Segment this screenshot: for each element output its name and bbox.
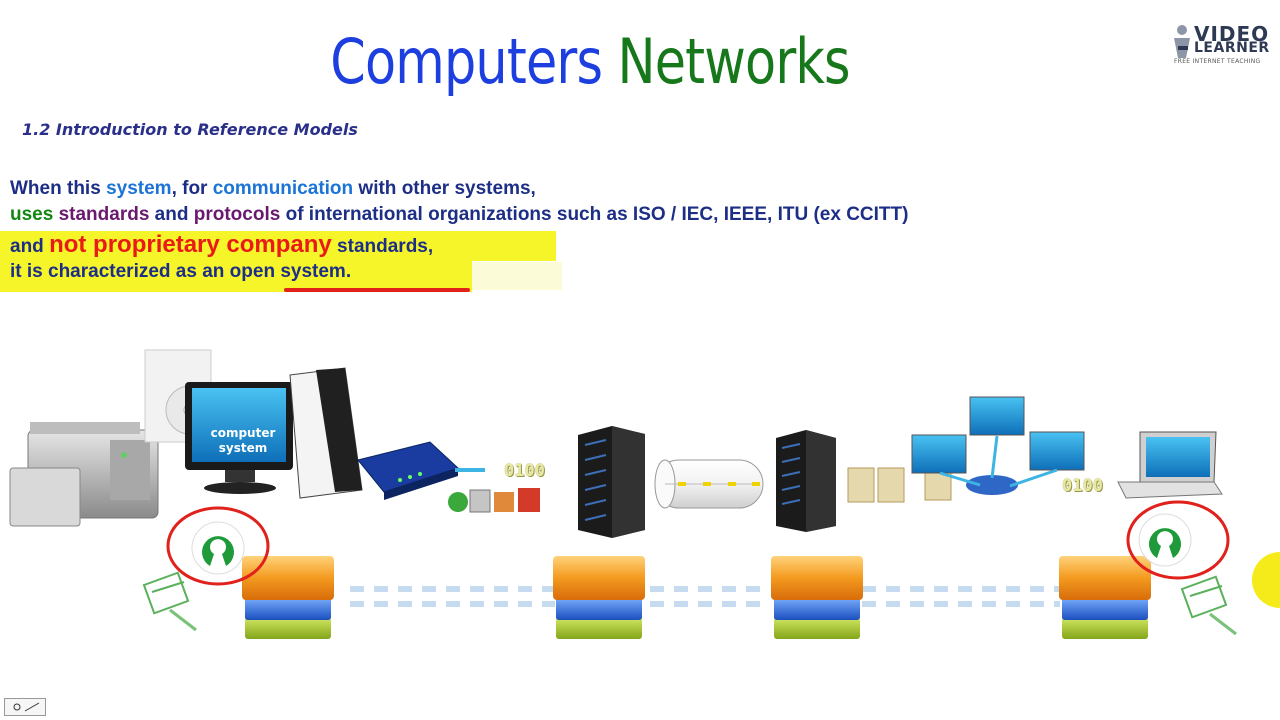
app-icons [448,488,540,513]
page-title: Computers Networks [106,22,1074,102]
keyword-open-system: open system. [229,261,352,282]
server-rack-left-icon [578,426,645,538]
pen-icon [13,702,40,712]
layer-stack-4 [1059,556,1151,639]
logo-line-1: VIDEO [1194,22,1270,46]
network-diagram [9,349,1280,639]
device-label-line-1: computer [210,426,276,440]
text-line-2: uses standards and protocols of internat… [10,204,908,226]
pc-tower-icon [289,367,363,499]
keyword-standards: standards [58,204,150,225]
checklist-right-icon [1180,575,1237,636]
text-segment: standards, [331,236,434,257]
layer-stack-1 [242,556,334,639]
keyword-protocols: protocols [193,204,281,225]
player-control-button[interactable] [4,698,46,716]
monitor-icon [185,382,293,494]
computer-system-label: computer system [203,426,283,456]
open-source-logo-left-icon [166,506,270,586]
data-packets-icon [847,467,952,503]
open-system-underline [284,288,470,292]
text-segment: it is characterized as an [10,261,230,282]
keyword-not-proprietary: not proprietary company [49,231,332,258]
checklist-left-icon [142,571,197,632]
printer-icon [9,422,159,527]
server-rack-right-icon [776,430,836,532]
text-segment: When this [10,178,107,199]
dashed-connection-lines [350,586,1060,607]
text-line-4: it is characterized as an open system. [10,261,351,283]
text-line-1: When this system, for communication with… [10,178,536,200]
text-segment: , for [171,178,213,199]
highlight-fade [472,262,562,290]
text-line-3: and not proprietary company standards, [10,231,433,259]
text-segment: and [10,236,50,257]
bits-right: 0100 [1062,476,1103,496]
keyword-system: system [106,178,172,199]
lan-computers-icon [911,396,1085,495]
keyword-uses: uses [10,204,59,225]
device-label-line-2: system [218,441,268,455]
text-segment: and [149,204,194,225]
fiber-cable-icon [654,459,764,509]
figure-icon [1174,25,1190,58]
layer-stack-2 [553,556,645,639]
laptop-icon [1117,431,1223,499]
title-word-computers: Computers [330,25,603,98]
highlight-line-3 [0,231,556,261]
section-subtitle: 1.2 Introduction to Reference Models [22,120,358,139]
text-segment: with other systems, [353,178,536,199]
highlight-line-4 [0,260,472,292]
yellow-marker-icon [1252,552,1280,608]
text-segment: of international organizations such as I… [280,204,909,225]
layer-stack-3 [771,556,863,639]
logo-line-2: LEARNER [1194,40,1270,56]
logo-tagline: FREE INTERNET TEACHING [1174,58,1261,65]
bits-left: 0100 [504,461,545,481]
video-learner-logo: VIDEO LEARNER FREE INTERNET TEACHING [1168,22,1270,68]
keyword-communication: communication [212,178,354,199]
modem-icon [357,441,459,500]
title-word-networks: Networks [617,25,850,98]
open-source-logo-right-icon [1126,500,1230,580]
